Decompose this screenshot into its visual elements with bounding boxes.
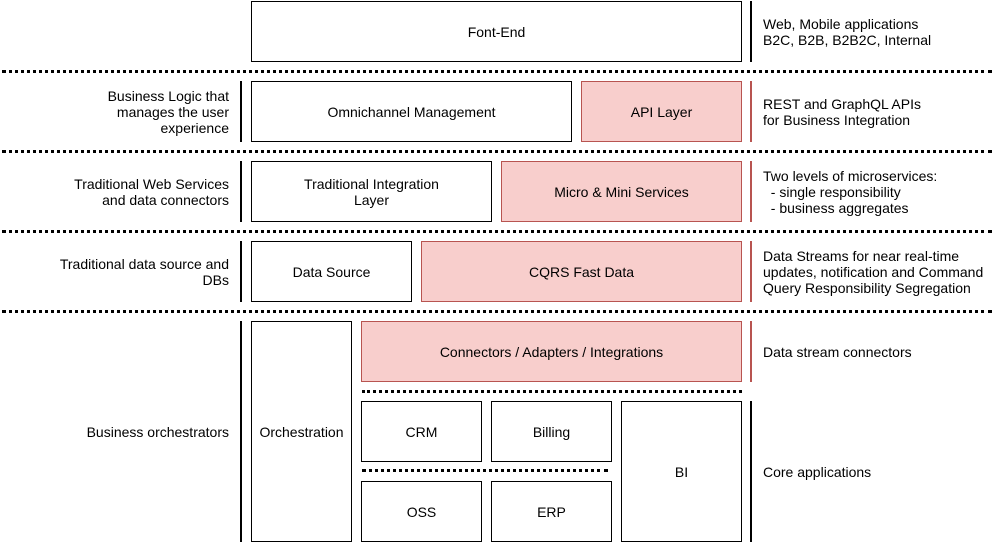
integration-layer-box-label: Traditional Integration Layer [304,175,439,208]
core-divider [362,469,608,472]
cqrs-box: CQRS Fast Data [421,241,742,302]
api-layer-box: API Layer [581,81,742,142]
bi-box-label: BI [674,463,689,480]
connectors-box: Connectors / Adapters / Integrations [361,321,742,382]
connectors-divider [362,390,742,393]
business-logic-label-text: Business Logic that manages the user exp… [107,87,229,136]
api-note-bar [750,81,752,142]
data-source-box: Data Source [251,241,412,302]
crm-box: CRM [361,401,482,462]
frontend-box-label: Font-End [467,23,526,40]
core-note: Core applications [763,463,872,480]
services-label-bar [240,161,242,222]
layer-divider [2,230,992,233]
cqrs-box-label: CQRS Fast Data [528,263,635,280]
orchestration-box: Orchestration [251,321,352,542]
crm-box-label: CRM [405,423,438,440]
layer-divider [2,70,992,73]
layer-divider [2,150,992,153]
connectors-note-bar [750,321,752,382]
billing-box-label: Billing [532,423,571,440]
services-note-bar [750,161,752,222]
omnichannel-box-label: Omnichannel Management [327,103,496,120]
data-label-text: Traditional data source and DBs [59,255,229,288]
business-logic-label-bar [240,81,242,142]
orchestration-label: Business orchestrators [0,321,229,542]
services-note: Two levels of microservices: - single re… [763,167,938,216]
micro-services-box-label: Micro & Mini Services [554,183,689,200]
orchestration-label-bar [240,321,242,542]
data-note: Data Streams for near real-time updates,… [763,247,984,296]
frontend-note: Web, Mobile applications B2C, B2B, B2B2C… [763,15,932,48]
api-note: REST and GraphQL APIs for Business Integ… [763,95,921,128]
erp-box-label: ERP [537,503,566,520]
orchestration-box-label: Orchestration [259,423,344,440]
layer-divider [2,310,992,313]
data-source-box-label: Data Source [292,263,371,280]
bi-box: BI [621,401,742,542]
oss-box: OSS [361,481,482,542]
omnichannel-box: Omnichannel Management [251,81,572,142]
data-label: Traditional data source and DBs [0,241,229,302]
data-label-bar [240,241,242,302]
frontend-note-bar [750,1,752,62]
connectors-note: Data stream connectors [763,343,912,360]
connectors-box-label: Connectors / Adapters / Integrations [439,343,664,360]
data-note-bar [750,241,752,302]
business-logic-label: Business Logic that manages the user exp… [0,81,229,142]
orchestration-label-text: Business orchestrators [86,423,229,440]
services-label-text: Traditional Web Services and data connec… [74,175,229,208]
billing-box: Billing [491,401,612,462]
frontend-box: Font-End [251,1,742,62]
erp-box: ERP [491,481,612,542]
services-label: Traditional Web Services and data connec… [0,161,229,222]
integration-layer-box: Traditional Integration Layer [251,161,492,222]
oss-box-label: OSS [406,503,437,520]
api-layer-box-label: API Layer [630,103,693,120]
micro-services-box: Micro & Mini Services [501,161,742,222]
core-note-bar [750,401,752,542]
